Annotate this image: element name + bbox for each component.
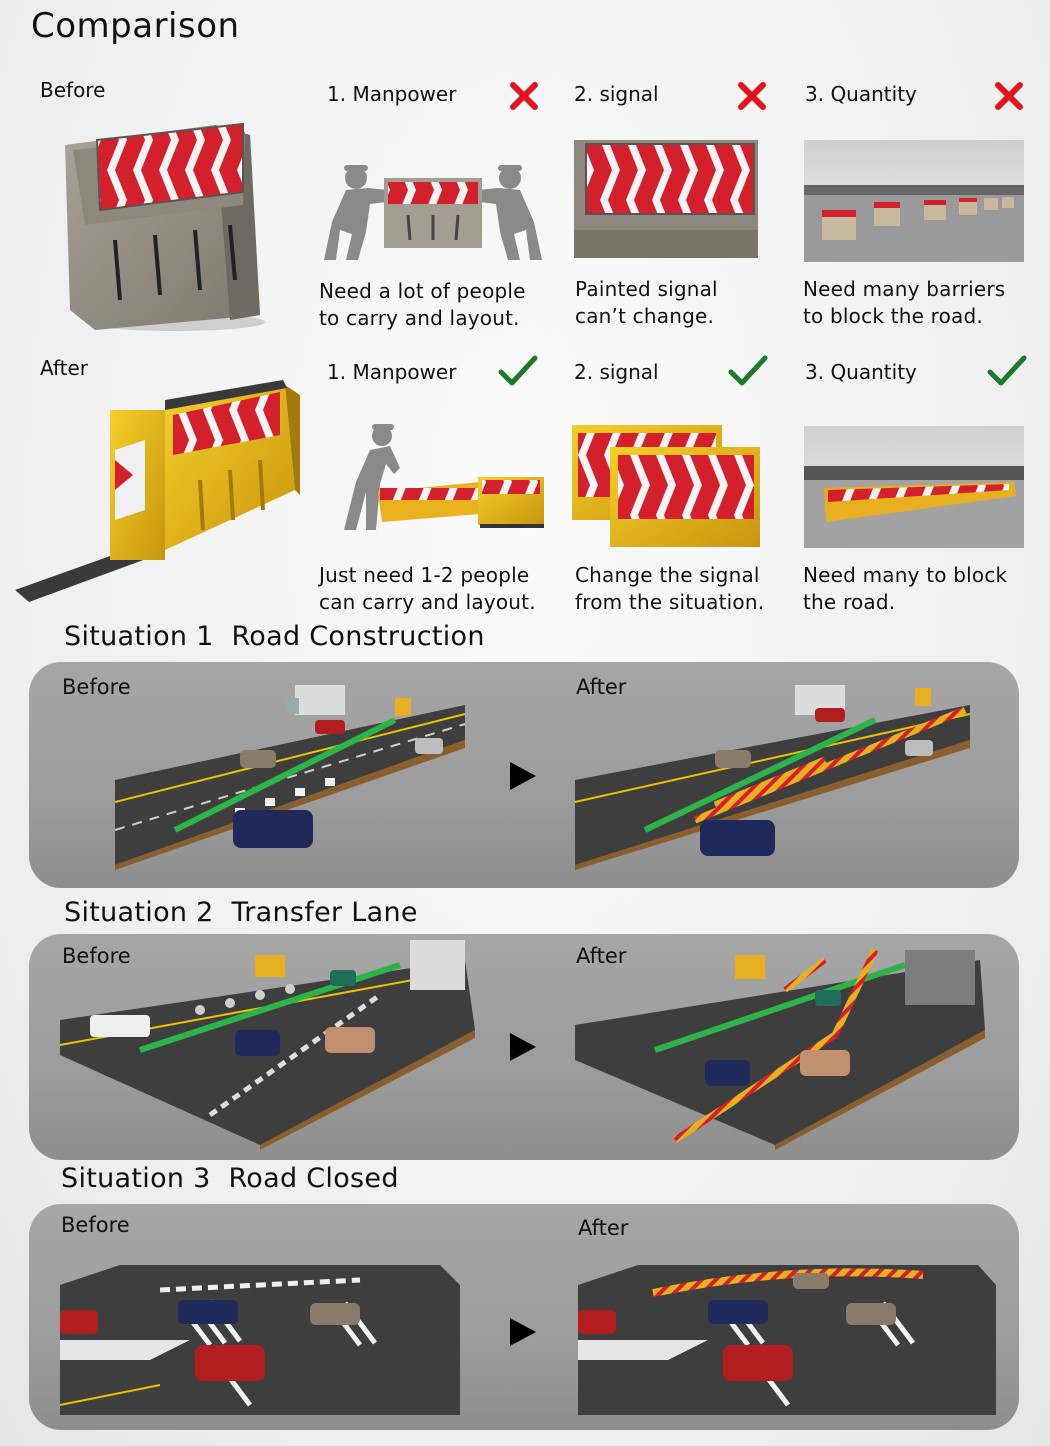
after-label: After	[40, 356, 89, 380]
situation-1-before-label: Before	[62, 675, 131, 699]
long-barrier-photo	[804, 426, 1024, 548]
situation-3-before-scene	[60, 1265, 460, 1415]
check-icon	[498, 355, 538, 386]
concrete-barrier-image	[65, 122, 265, 331]
before-signal-label: 2. signal	[574, 82, 659, 106]
situation-2-before-scene	[60, 940, 475, 1150]
after-manpower-label: 1. Manpower	[327, 360, 457, 384]
check-icon	[987, 355, 1027, 386]
situation-2-after-label: After	[576, 944, 627, 968]
page-title: Comparison	[31, 6, 240, 46]
situation-1-before-scene	[115, 685, 466, 870]
situation-2-title: Situation 2 Transfer Lane	[64, 897, 418, 928]
before-label: Before	[40, 78, 106, 102]
situation-3-after-label: After	[578, 1216, 629, 1240]
two-people-carrying-illustration	[324, 165, 542, 260]
cross-icon	[738, 82, 766, 110]
situation-2-after-scene	[575, 948, 985, 1150]
situation-2-arrow-icon	[510, 1033, 536, 1061]
situation-1-arrow-icon	[510, 762, 536, 790]
situation-1-title: Situation 1 Road Construction	[64, 621, 485, 652]
before-manpower-label: 1. Manpower	[327, 82, 457, 106]
situation-3-title: Situation 3 Road Closed	[61, 1163, 399, 1194]
one-person-pulling-illustration	[344, 424, 544, 530]
yellow-barrier-image	[15, 380, 300, 602]
situation-1-after-label: After	[576, 675, 627, 699]
after-signal-label: 2. signal	[574, 360, 659, 384]
cross-icon	[995, 82, 1023, 110]
many-barriers-photo	[804, 140, 1024, 262]
cross-icon	[510, 82, 538, 110]
painted-signal-image	[574, 140, 758, 258]
changeable-signal-image	[572, 425, 760, 547]
after-quantity-label: 3. Quantity	[805, 360, 917, 384]
check-icon	[728, 355, 768, 386]
situation-1-after-scene	[575, 685, 971, 870]
situation-3-arrow-icon	[510, 1318, 536, 1346]
before-quantity-label: 3. Quantity	[805, 82, 917, 106]
situation-3-after-scene	[578, 1265, 996, 1415]
situation-2-before-label: Before	[62, 944, 131, 968]
situation-3-before-label: Before	[61, 1213, 130, 1237]
